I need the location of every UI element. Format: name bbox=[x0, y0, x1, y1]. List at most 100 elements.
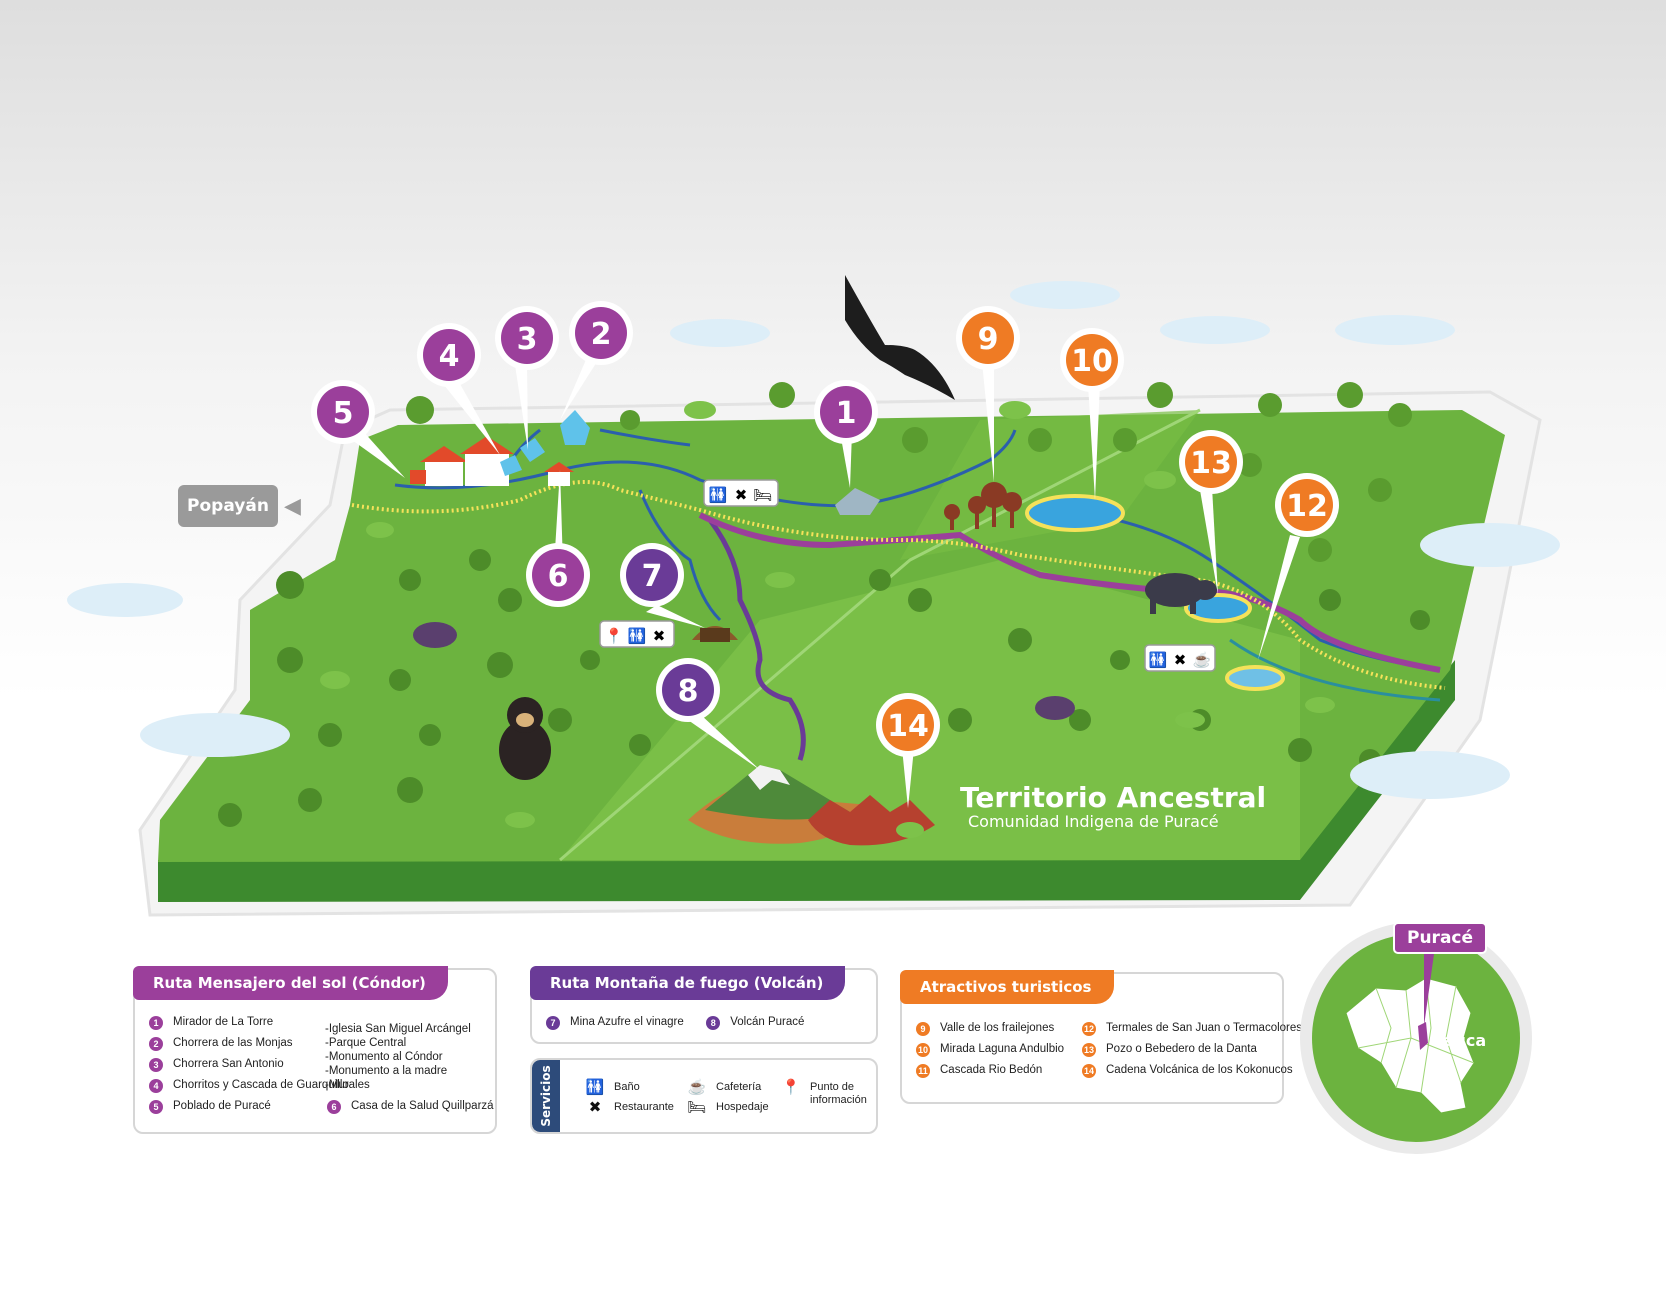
site-item: -Murales bbox=[325, 1079, 370, 1091]
locator-map bbox=[1300, 922, 1532, 1154]
termales-pool bbox=[1225, 665, 1285, 691]
pin-4[interactable]: 4 bbox=[417, 323, 481, 387]
river bbox=[638, 489, 722, 622]
cafeteria-icon: ☕ bbox=[1193, 650, 1212, 669]
legend-label: Chorritos y Cascada de Guarquillo bbox=[173, 1079, 349, 1091]
purace-badge: Puracé bbox=[1393, 922, 1488, 954]
frailejones bbox=[944, 482, 1022, 530]
legend-label: Pozo o Bebedero de la Danta bbox=[1106, 1043, 1257, 1055]
informacion-icon: 📍 bbox=[781, 1079, 801, 1096]
clouds bbox=[67, 281, 1560, 799]
mirador-la-torre bbox=[835, 488, 880, 515]
pin-8[interactable]: 8 bbox=[656, 658, 720, 722]
svg-text:6: 6 bbox=[548, 559, 569, 594]
pin-7[interactable]: 7 bbox=[620, 543, 684, 607]
condor-route bbox=[698, 512, 1441, 673]
pin-14[interactable]: 14 bbox=[876, 693, 940, 757]
legend-label: Cadena Volcánica de los Kokonucos bbox=[1106, 1064, 1293, 1076]
pin-5[interactable]: 5 bbox=[311, 380, 375, 444]
legend-number: 8 bbox=[706, 1015, 721, 1030]
legend-number: 2 bbox=[149, 1036, 163, 1051]
volcan-snow bbox=[748, 765, 790, 790]
legend-item: 12 Termales de San Juan o Termacolores bbox=[1082, 1018, 1302, 1039]
svg-text:4: 4 bbox=[439, 339, 460, 374]
armadillo bbox=[413, 622, 1075, 720]
pin-13[interactable]: 13 bbox=[1179, 430, 1243, 494]
legend-item: 13 Pozo o Bebedero de la Danta bbox=[1082, 1039, 1302, 1060]
restaurante-icon: ✖ bbox=[588, 1099, 602, 1116]
restaurante-icon: ✖ bbox=[1174, 652, 1187, 669]
legend-item: 4 Chorritos y Cascada de Guarquillo bbox=[149, 1075, 349, 1096]
legend-label: Termales de San Juan o Termacolores bbox=[1106, 1022, 1303, 1034]
service-label: Cafetería bbox=[716, 1081, 762, 1093]
service-bano: 🚻Baño bbox=[584, 1080, 640, 1095]
pin-10[interactable]: 10 bbox=[1060, 328, 1124, 392]
legend-number: 4 bbox=[149, 1078, 163, 1093]
trees bbox=[218, 382, 1450, 838]
danta bbox=[1145, 573, 1217, 614]
legend-label: Cascada Rio Bedón bbox=[940, 1064, 1043, 1076]
svg-text:1: 1 bbox=[836, 396, 857, 431]
poblado-sites: -Iglesia San Miguel Arcángel -Parque Cen… bbox=[325, 1022, 471, 1092]
service-restaurante: ✖Restaurante bbox=[584, 1100, 674, 1115]
service-label: Baño bbox=[614, 1081, 640, 1093]
legend-condor-title: Ruta Mensajero del sol (Cóndor) bbox=[133, 966, 448, 1000]
legend-label: Valle de los frailejones bbox=[940, 1022, 1055, 1034]
laguna-andulbio bbox=[1025, 494, 1125, 532]
pin-12[interactable]: 12 bbox=[1275, 473, 1339, 537]
svg-text:2: 2 bbox=[591, 317, 612, 352]
region-divider bbox=[559, 408, 1201, 862]
pin-1[interactable]: 1 bbox=[814, 380, 878, 444]
informacion-icon: 📍 bbox=[605, 627, 624, 645]
map-subtitle: Comunidad Indigena de Puracé bbox=[968, 812, 1219, 831]
legend-item: 2 Chorrera de las Monjas bbox=[149, 1033, 349, 1054]
legend-number: 5 bbox=[149, 1099, 163, 1114]
volcan-cone bbox=[705, 765, 850, 820]
legend-label: Casa de la Salud Quillparzá bbox=[351, 1100, 494, 1112]
legend-label: Chorrera de las Monjas bbox=[173, 1037, 293, 1049]
legend-number: 12 bbox=[1082, 1021, 1096, 1036]
legend-label: Chorrera San Antonio bbox=[173, 1058, 284, 1070]
bano-icon: 🚻 bbox=[709, 486, 728, 504]
municipal-borders bbox=[1357, 977, 1475, 1094]
legend-number: 3 bbox=[149, 1057, 163, 1072]
service-cafeteria: ☕Cafetería bbox=[686, 1080, 762, 1095]
pin-2[interactable]: 2 bbox=[569, 301, 633, 365]
pin-pointers bbox=[345, 355, 1300, 808]
arrow-left-icon: ◀ bbox=[284, 493, 301, 518]
svg-text:9: 9 bbox=[978, 322, 999, 357]
legend-number: 13 bbox=[1082, 1042, 1096, 1057]
terrain-edge bbox=[158, 660, 1455, 902]
oso-andino bbox=[499, 697, 551, 780]
legend-label: Mina Azufre el vinagre bbox=[570, 1016, 684, 1028]
site-item: -Iglesia San Miguel Arcángel bbox=[325, 1023, 471, 1035]
popayan-direction[interactable]: Popayán bbox=[178, 485, 278, 527]
pin-6[interactable]: 6 bbox=[526, 543, 590, 607]
legend-atractivos-title: Atractivos turisticos bbox=[900, 970, 1114, 1004]
pin-9[interactable]: 9 bbox=[956, 306, 1020, 370]
purace-municipality bbox=[1418, 1022, 1428, 1050]
svg-text:5: 5 bbox=[333, 396, 354, 431]
condor bbox=[845, 275, 955, 400]
legend-number: 7 bbox=[546, 1015, 560, 1030]
pin-3[interactable]: 3 bbox=[495, 306, 559, 370]
servicios-tab: Servicios bbox=[532, 1060, 560, 1132]
hospedaje-icon: 🛏 bbox=[753, 487, 772, 504]
legend-item: 3 Chorrera San Antonio bbox=[149, 1054, 349, 1075]
legend-number: 1 bbox=[149, 1015, 163, 1030]
hospedaje-icon: 🛏 bbox=[687, 1099, 707, 1116]
service-informacion: 📍Punto de información bbox=[780, 1080, 874, 1107]
site-item: -Monumento a la madre bbox=[325, 1065, 448, 1077]
svg-text:7: 7 bbox=[642, 559, 663, 594]
